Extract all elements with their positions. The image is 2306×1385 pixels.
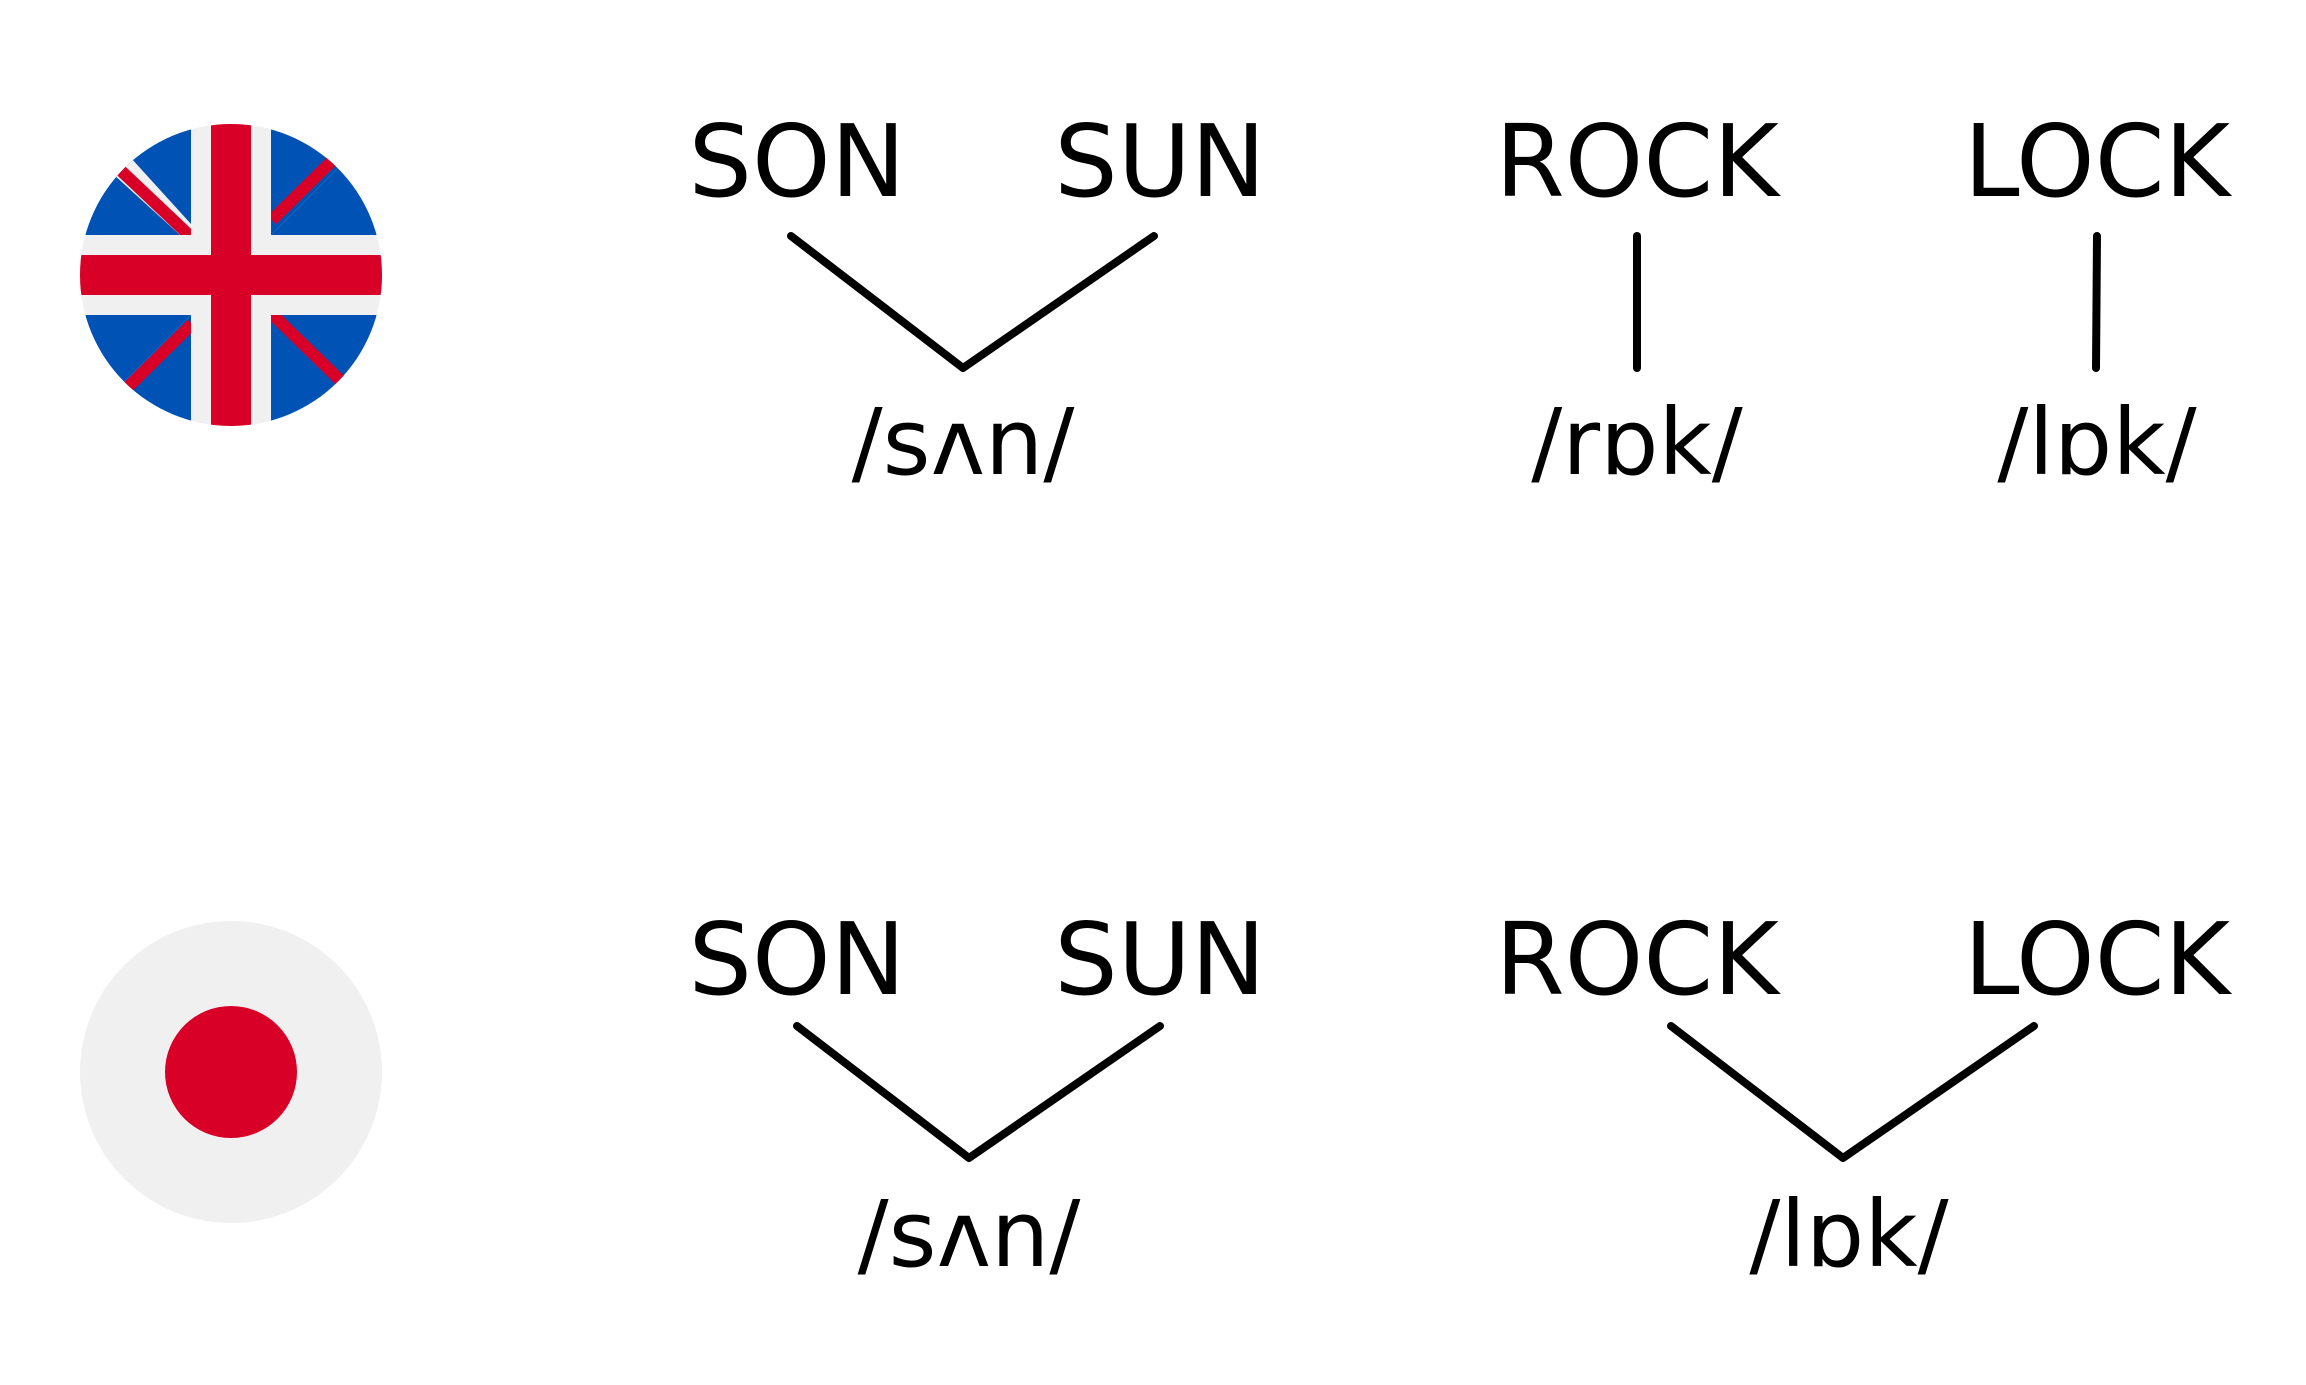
word-son-jp: SON bbox=[689, 901, 906, 1018]
merge-connector-son-sun-uk bbox=[787, 232, 1158, 372]
japan-row: SON SUN ROCK LOCK /sʌn/ /lɒk/ bbox=[80, 901, 2233, 1288]
connector-lock-uk bbox=[2092, 232, 2101, 372]
word-lock-uk: LOCK bbox=[1964, 103, 2233, 220]
word-sun-jp: SUN bbox=[1054, 901, 1265, 1018]
word-rock-jp: ROCK bbox=[1495, 901, 1781, 1018]
ipa-lock-jp: /lɒk/ bbox=[1749, 1181, 1948, 1288]
merge-connector-rock-lock-jp bbox=[1667, 1022, 2038, 1162]
ipa-lock-uk: /lɒk/ bbox=[1997, 389, 2196, 496]
word-rock-uk: ROCK bbox=[1495, 103, 1781, 220]
uk-row: SON SUN ROCK LOCK /sʌn/ /rɒk/ /lɒk/ bbox=[80, 103, 2233, 496]
word-sun-uk: SUN bbox=[1054, 103, 1265, 220]
merge-connector-son-sun-jp bbox=[793, 1022, 1164, 1162]
ipa-rock-uk: /rɒk/ bbox=[1531, 389, 1743, 496]
ipa-sun-uk: /sʌn/ bbox=[852, 389, 1075, 496]
japan-flag-icon bbox=[80, 921, 382, 1223]
ipa-sun-jp: /sʌn/ bbox=[858, 1181, 1081, 1288]
word-son-uk: SON bbox=[689, 103, 906, 220]
word-lock-jp: LOCK bbox=[1964, 901, 2233, 1018]
uk-flag-icon bbox=[80, 124, 382, 426]
